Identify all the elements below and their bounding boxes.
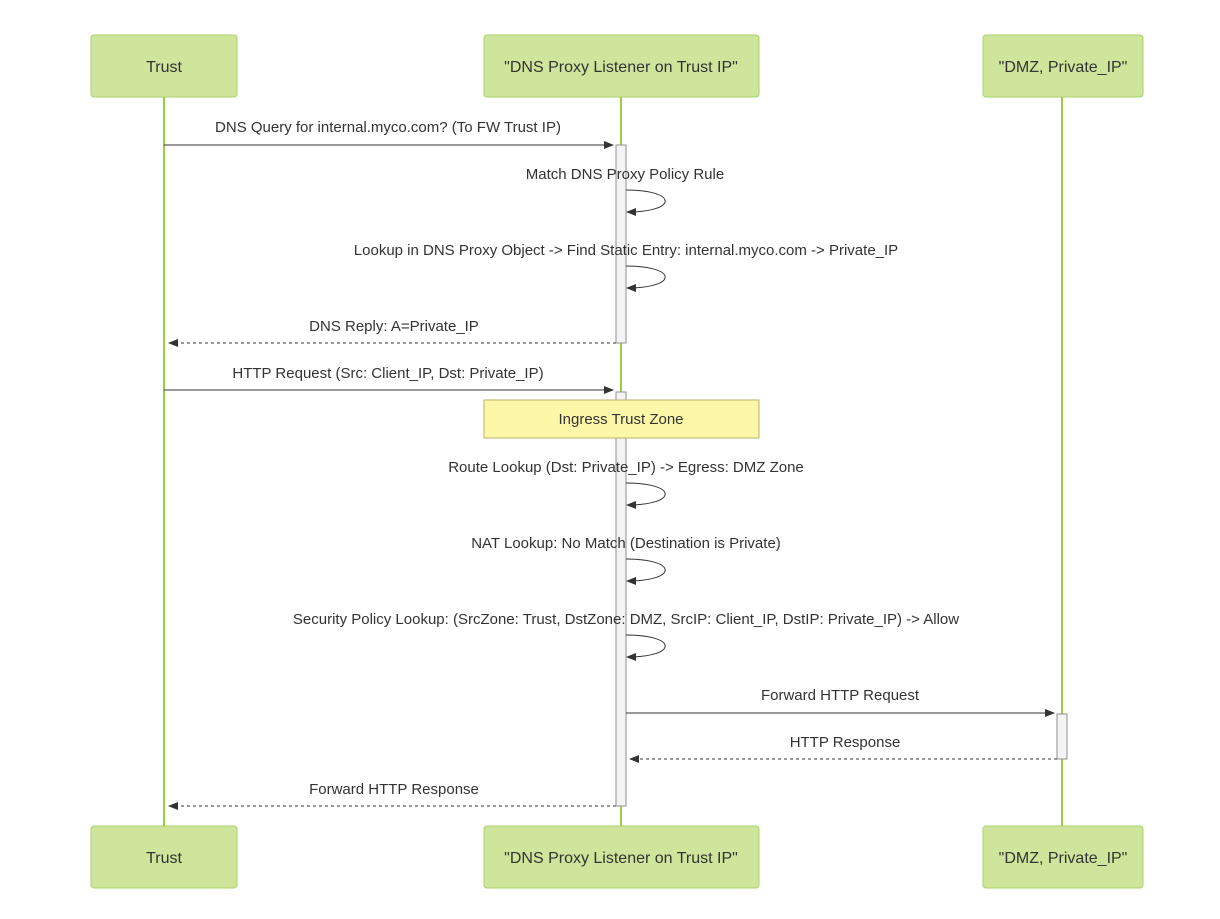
- participant-dmz-bottom: "DMZ, Private_IP": [982, 825, 1144, 889]
- self-message-arrow: [625, 482, 666, 509]
- message-label: NAT Lookup: No Match (Destination is Pri…: [471, 535, 781, 552]
- message-label: DNS Query for internal.myco.com? (To FW …: [215, 119, 561, 136]
- activation-dns-2: [615, 391, 627, 807]
- participant-label: "DMZ, Private_IP": [999, 850, 1128, 867]
- message-label: Match DNS Proxy Policy Rule: [526, 166, 724, 183]
- participant-label: "DNS Proxy Listener on Trust IP": [504, 850, 738, 867]
- message-label: HTTP Response: [790, 734, 901, 751]
- note-label: Ingress Trust Zone: [558, 411, 683, 428]
- participant-dns-proxy-bottom: "DNS Proxy Listener on Trust IP": [483, 825, 760, 889]
- activation-dmz-1: [1056, 713, 1068, 760]
- note-ingress-trust-zone: Ingress Trust Zone: [483, 399, 760, 439]
- participant-label: "DNS Proxy Listener on Trust IP": [504, 59, 738, 76]
- participant-trust-bottom: Trust: [90, 825, 238, 889]
- message-label: Forward HTTP Response: [309, 781, 479, 798]
- message-label: Route Lookup (Dst: Private_IP) -> Egress…: [448, 459, 804, 476]
- participant-label: Trust: [146, 850, 182, 867]
- participant-label: Trust: [146, 59, 182, 76]
- message-label: DNS Reply: A=Private_IP: [309, 318, 479, 335]
- message-label: HTTP Request (Src: Client_IP, Dst: Priva…: [232, 365, 543, 382]
- self-message-arrow: [625, 265, 666, 292]
- participant-trust-top: Trust: [90, 34, 238, 98]
- participant-label: "DMZ, Private_IP": [999, 59, 1128, 76]
- message-label: Lookup in DNS Proxy Object -> Find Stati…: [354, 242, 898, 259]
- self-message-arrow: [625, 189, 666, 216]
- self-message-arrow: [625, 634, 666, 661]
- message-label: Forward HTTP Request: [761, 687, 920, 704]
- activation-dns-1: [615, 144, 627, 344]
- self-message-arrow: [625, 558, 666, 585]
- message-label: Security Policy Lookup: (SrcZone: Trust,…: [293, 611, 959, 628]
- participant-dmz-top: "DMZ, Private_IP": [982, 34, 1144, 98]
- participant-dns-proxy-top: "DNS Proxy Listener on Trust IP": [483, 34, 760, 98]
